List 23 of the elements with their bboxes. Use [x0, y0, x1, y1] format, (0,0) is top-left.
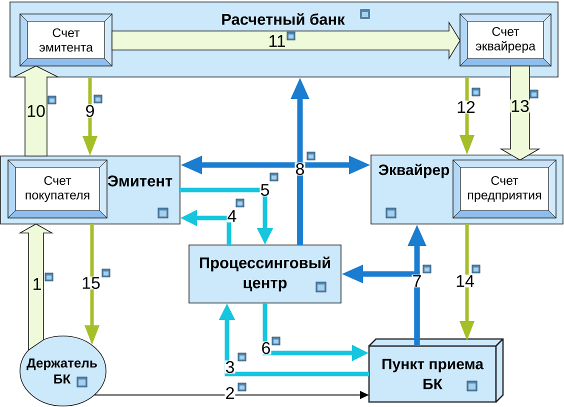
process-box: Процессинговый центр: [188, 244, 342, 304]
beveled-box: Счет предприятия: [452, 160, 556, 218]
edge-label: 12: [456, 100, 476, 114]
edge-label: 1: [32, 278, 42, 290]
edge-label: 6: [260, 341, 272, 355]
ellipse-node: Держатель БК: [20, 336, 106, 406]
edge-label: 10: [26, 104, 46, 118]
edge-label: 3: [224, 360, 236, 374]
edge-label: 7: [412, 274, 422, 288]
edge-label: 9: [84, 104, 96, 118]
beveled-box: Счет эмитента: [20, 14, 112, 66]
edge-label: 4: [226, 210, 238, 222]
beveled-box: Счет эквайрера: [460, 14, 552, 66]
edge-label: 8: [294, 162, 306, 176]
edge-label: 11: [268, 34, 286, 48]
cuboid-box: Пункт приема БК: [368, 338, 504, 403]
edge-label: 5: [260, 184, 270, 196]
edge-label: 13: [510, 99, 530, 113]
beveled-box: Счет покупателя: [8, 160, 108, 218]
edge-label: 2: [224, 386, 236, 400]
block-arrow: [112, 21, 460, 60]
edge-label: 14: [455, 274, 475, 288]
edge-label: 15: [81, 276, 101, 290]
